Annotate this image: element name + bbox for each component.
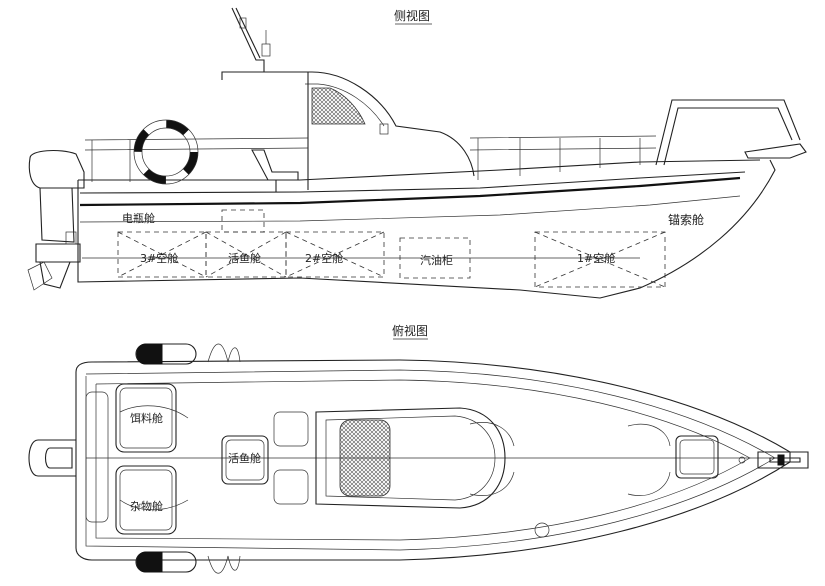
top-live-well xyxy=(221,435,269,485)
side-cabin-top xyxy=(221,71,475,177)
top-forward-hatch-inner xyxy=(679,439,715,475)
top-windshield xyxy=(339,419,391,497)
side-console-fitting xyxy=(379,123,389,135)
side-view-title: 侧视图 xyxy=(394,8,430,23)
side-chine-line xyxy=(79,195,741,223)
top-fitting-1 xyxy=(534,522,550,538)
label-bait-locker: 饵料舱 xyxy=(130,411,163,425)
label-misc-locker: 杂物舱 xyxy=(130,499,163,513)
top-misc-locker xyxy=(115,465,177,535)
label-tank3: 3#空舱 xyxy=(140,251,178,265)
top-hull-outline xyxy=(75,359,791,561)
side-seat xyxy=(251,149,299,192)
top-deck-edge xyxy=(85,369,776,551)
top-transom-box xyxy=(85,391,109,523)
side-life-ring-icon xyxy=(133,119,199,185)
label-tank1: 1#空舱 xyxy=(577,251,615,265)
side-deck-line xyxy=(79,171,746,194)
side-mast xyxy=(231,7,271,72)
top-seat-front xyxy=(273,411,309,447)
label-anchor-locker: 锚索舱 xyxy=(668,212,704,227)
top-forward-hatch xyxy=(675,435,719,479)
top-anchor-icon xyxy=(777,454,785,466)
top-inner-gunwale xyxy=(95,379,751,541)
label-live-well-side: 活鱼舱 xyxy=(228,251,261,265)
side-cabin-inner xyxy=(305,83,385,127)
top-console-inner xyxy=(325,415,496,501)
top-fender-stern-port xyxy=(135,343,197,365)
top-live-well-inner xyxy=(225,439,265,481)
top-bait-locker-inner xyxy=(119,387,173,449)
side-rail-stanchions xyxy=(91,138,641,182)
side-compartments xyxy=(117,209,666,288)
side-outboard-engine xyxy=(27,149,85,291)
top-cleat-lines xyxy=(207,343,241,574)
top-outboard-engine xyxy=(28,439,76,477)
side-windshield xyxy=(311,87,366,125)
top-view: 俯视图 饵料舱 杂物舱 活鱼舱 xyxy=(28,323,809,574)
label-live-well-top: 活鱼舱 xyxy=(228,451,261,465)
side-bow-roller xyxy=(744,143,807,159)
side-view: 侧视图 电瓶舱 锚索舱 3#空舱 活鱼舱 xyxy=(27,7,807,299)
top-bait-locker xyxy=(115,383,177,453)
side-bow-rail xyxy=(655,99,801,166)
side-sheer-line xyxy=(78,159,761,181)
label-fuel-tank: 汽油柜 xyxy=(420,253,453,267)
top-fitting-2 xyxy=(738,456,746,464)
label-battery-room: 电瓶舱 xyxy=(122,211,155,225)
side-cockpit-rail xyxy=(84,135,657,151)
side-rubbing-strake xyxy=(79,176,741,207)
top-bow-fitting xyxy=(757,451,809,469)
top-interior-arcs xyxy=(119,405,671,511)
top-fender-stern-starboard xyxy=(135,551,197,573)
top-console-outline xyxy=(315,407,506,509)
top-seat-rear xyxy=(273,469,309,505)
top-view-title: 俯视图 xyxy=(392,323,428,338)
label-tank2: 2#空舱 xyxy=(305,251,343,265)
side-hull-outline xyxy=(77,159,776,299)
